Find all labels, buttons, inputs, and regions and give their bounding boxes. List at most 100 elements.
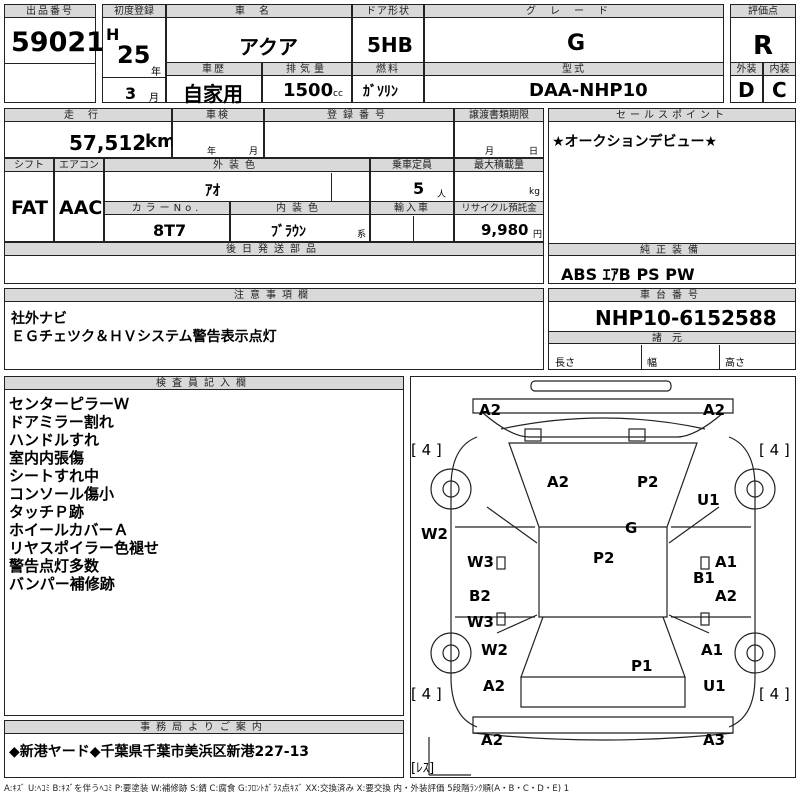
interior-label: 内装	[764, 63, 795, 76]
chassis-value: NHP10-6152588	[595, 306, 777, 330]
exterior-value: D	[738, 78, 755, 102]
inspector-line: ドアミラー割れ	[9, 413, 114, 431]
int-color-label: 内装色	[231, 202, 369, 215]
inspection-year-unit: 年	[207, 147, 217, 157]
inspection-label: 車検	[173, 109, 263, 122]
tire-rear-right: [ 4 ]	[759, 685, 790, 703]
damage-mark: A1	[715, 553, 738, 571]
damage-mark: G	[625, 519, 638, 537]
inspector-line: コンソール傷小	[9, 485, 115, 503]
lot-number-box: 出品番号 59021	[4, 4, 105, 103]
transfer-day-unit: 日	[529, 147, 539, 157]
ext-color-value: ｱｵ	[205, 181, 221, 199]
history-label: 車歴	[167, 63, 261, 76]
tire-front-left: [ 4 ]	[411, 441, 442, 459]
inspector-line: リヤスポイラー色褪せ	[9, 539, 160, 557]
sales-point-box: セールスポイント ★オークションデビュー★ 純正装備 ABS ｴｱB PS PW	[548, 108, 796, 284]
specs-label: 諸元	[549, 331, 795, 344]
int-color-box: 内装色 ﾌﾞﾗｳﾝ 系	[230, 201, 370, 242]
damage-mark: W2	[481, 641, 508, 659]
car-name-label: 車名	[167, 5, 351, 18]
damage-mark: A3	[703, 731, 726, 749]
first-registration-box: 初度登録 H 25 年 3 月	[102, 4, 166, 104]
transfer-deadline-label: 譲渡書類期限	[455, 109, 543, 122]
reg-number-box: 登録番号	[264, 108, 454, 158]
capacity-label: 乗車定員	[371, 159, 453, 172]
transfer-month-unit: 月	[485, 147, 495, 157]
inspector-line: 室内内張傷	[9, 449, 85, 467]
ext-color-label: 外装色	[105, 159, 369, 172]
damage-diagram: [ 4 ] [ 4 ] [ 4 ] [ 4 ] [ﾚｽ] A2 A2 A2 P2…	[410, 376, 796, 778]
interior-value: C	[772, 78, 787, 102]
max-load-label: 最大積載量	[455, 159, 543, 172]
spec-length-label: 長さ	[555, 358, 575, 369]
inspector-line: センターピラーＷ	[9, 395, 130, 413]
fuel-label: 燃料	[353, 63, 423, 76]
inspector-line: ハンドルすれ	[9, 431, 100, 449]
first-reg-month: 3	[125, 84, 137, 103]
fuel-box: 燃料 ｶﾞｿﾘﾝ	[352, 62, 424, 103]
damage-mark: W3	[467, 613, 494, 631]
score-box: 評価点 R	[730, 4, 796, 63]
mileage-box: 走行 57,512 km	[4, 108, 176, 158]
damage-mark: B2	[469, 587, 491, 605]
inspector-line: 警告点灯多数	[9, 557, 100, 575]
inspection-box: 車検 年 月	[172, 108, 264, 158]
model-box: 型式 DAA-NHP10	[424, 62, 724, 103]
damage-mark: W3	[467, 553, 494, 571]
car-name-box: 車名 アクア	[166, 4, 352, 63]
office-value: ◆新港ヤード◆千葉県千葉市美浜区新港227-13	[9, 744, 310, 760]
color-no-label: カラーNo.	[105, 202, 229, 215]
damage-mark: B1	[693, 569, 715, 587]
shift-box: シフト FAT	[4, 158, 54, 242]
notes-line-1: 社外ナビ	[11, 311, 67, 327]
inspector-line: シートすれ中	[9, 467, 100, 485]
inspector-label: 検査員記入欄	[5, 377, 403, 390]
shift-value: FAT	[11, 197, 48, 219]
displacement-label: 排気量	[263, 63, 351, 76]
damage-mark: A2	[483, 677, 506, 695]
score-value: R	[753, 31, 774, 61]
equipment-label: 純正装備	[549, 243, 795, 256]
damage-mark: P2	[637, 473, 659, 491]
equipment-value: ABS ｴｱB PS PW	[561, 265, 695, 284]
color-no-box: カラーNo. 8T7	[104, 201, 230, 242]
damage-mark: U1	[697, 491, 720, 509]
grade-value: G	[567, 31, 586, 56]
damage-mark: U1	[703, 677, 726, 695]
history-value: 自家用	[183, 82, 243, 106]
displacement-box: 排気量 1500 cc	[262, 62, 352, 103]
aircon-label: エアコン	[55, 159, 103, 172]
inspection-month-unit: 月	[249, 147, 259, 157]
car-outline-drawing	[428, 380, 776, 776]
spec-height-label: 高さ	[725, 358, 745, 369]
exterior-box: 外装 D	[730, 62, 763, 103]
era-letter: H	[106, 25, 120, 44]
notes-label: 注意事項欄	[5, 289, 543, 302]
damage-mark: P2	[593, 549, 615, 567]
import-car-box: 輸入車	[370, 201, 454, 242]
damage-mark: A2	[481, 731, 504, 749]
office-label: 事務局よりご案内	[5, 721, 403, 734]
recycle-label: リサイクル預託金	[455, 202, 543, 215]
damage-mark: A2	[703, 401, 726, 419]
first-reg-year: 25	[117, 41, 151, 69]
year-unit: 年	[151, 67, 161, 78]
aircon-box: エアコン AAC	[54, 158, 104, 242]
ext-color-box: 外装色 ｱｵ	[104, 158, 370, 202]
damage-mark: A1	[701, 641, 724, 659]
notes-box: 注意事項欄 社外ナビ ＥＧチェツク＆ＨＶシステム警告表示点灯	[4, 288, 544, 370]
door-box: ドア形状 5HB	[352, 4, 424, 63]
max-load-box: 最大積載量 kg	[454, 158, 544, 202]
displacement-unit: cc	[333, 89, 343, 99]
notes-line-2: ＥＧチェツク＆ＨＶシステム警告表示点灯	[11, 329, 277, 345]
mileage-value: 57,512	[69, 131, 147, 155]
recycle-unit: 円	[533, 230, 543, 240]
damage-mark: A2	[547, 473, 570, 491]
door-label: ドア形状	[353, 5, 423, 18]
grade-box: グレード G	[424, 4, 724, 63]
legend-text: A:ｷｽﾞ U:ﾍｺﾐ B:ｷｽﾞを伴うﾍｺﾐ P:要塗装 W:補修跡 S:錆 …	[4, 784, 570, 794]
later-parts-box: 後日発送部品	[4, 242, 544, 284]
int-color-unit: 系	[357, 230, 367, 240]
sales-point-value: ★オークションデビュー★	[552, 134, 718, 150]
